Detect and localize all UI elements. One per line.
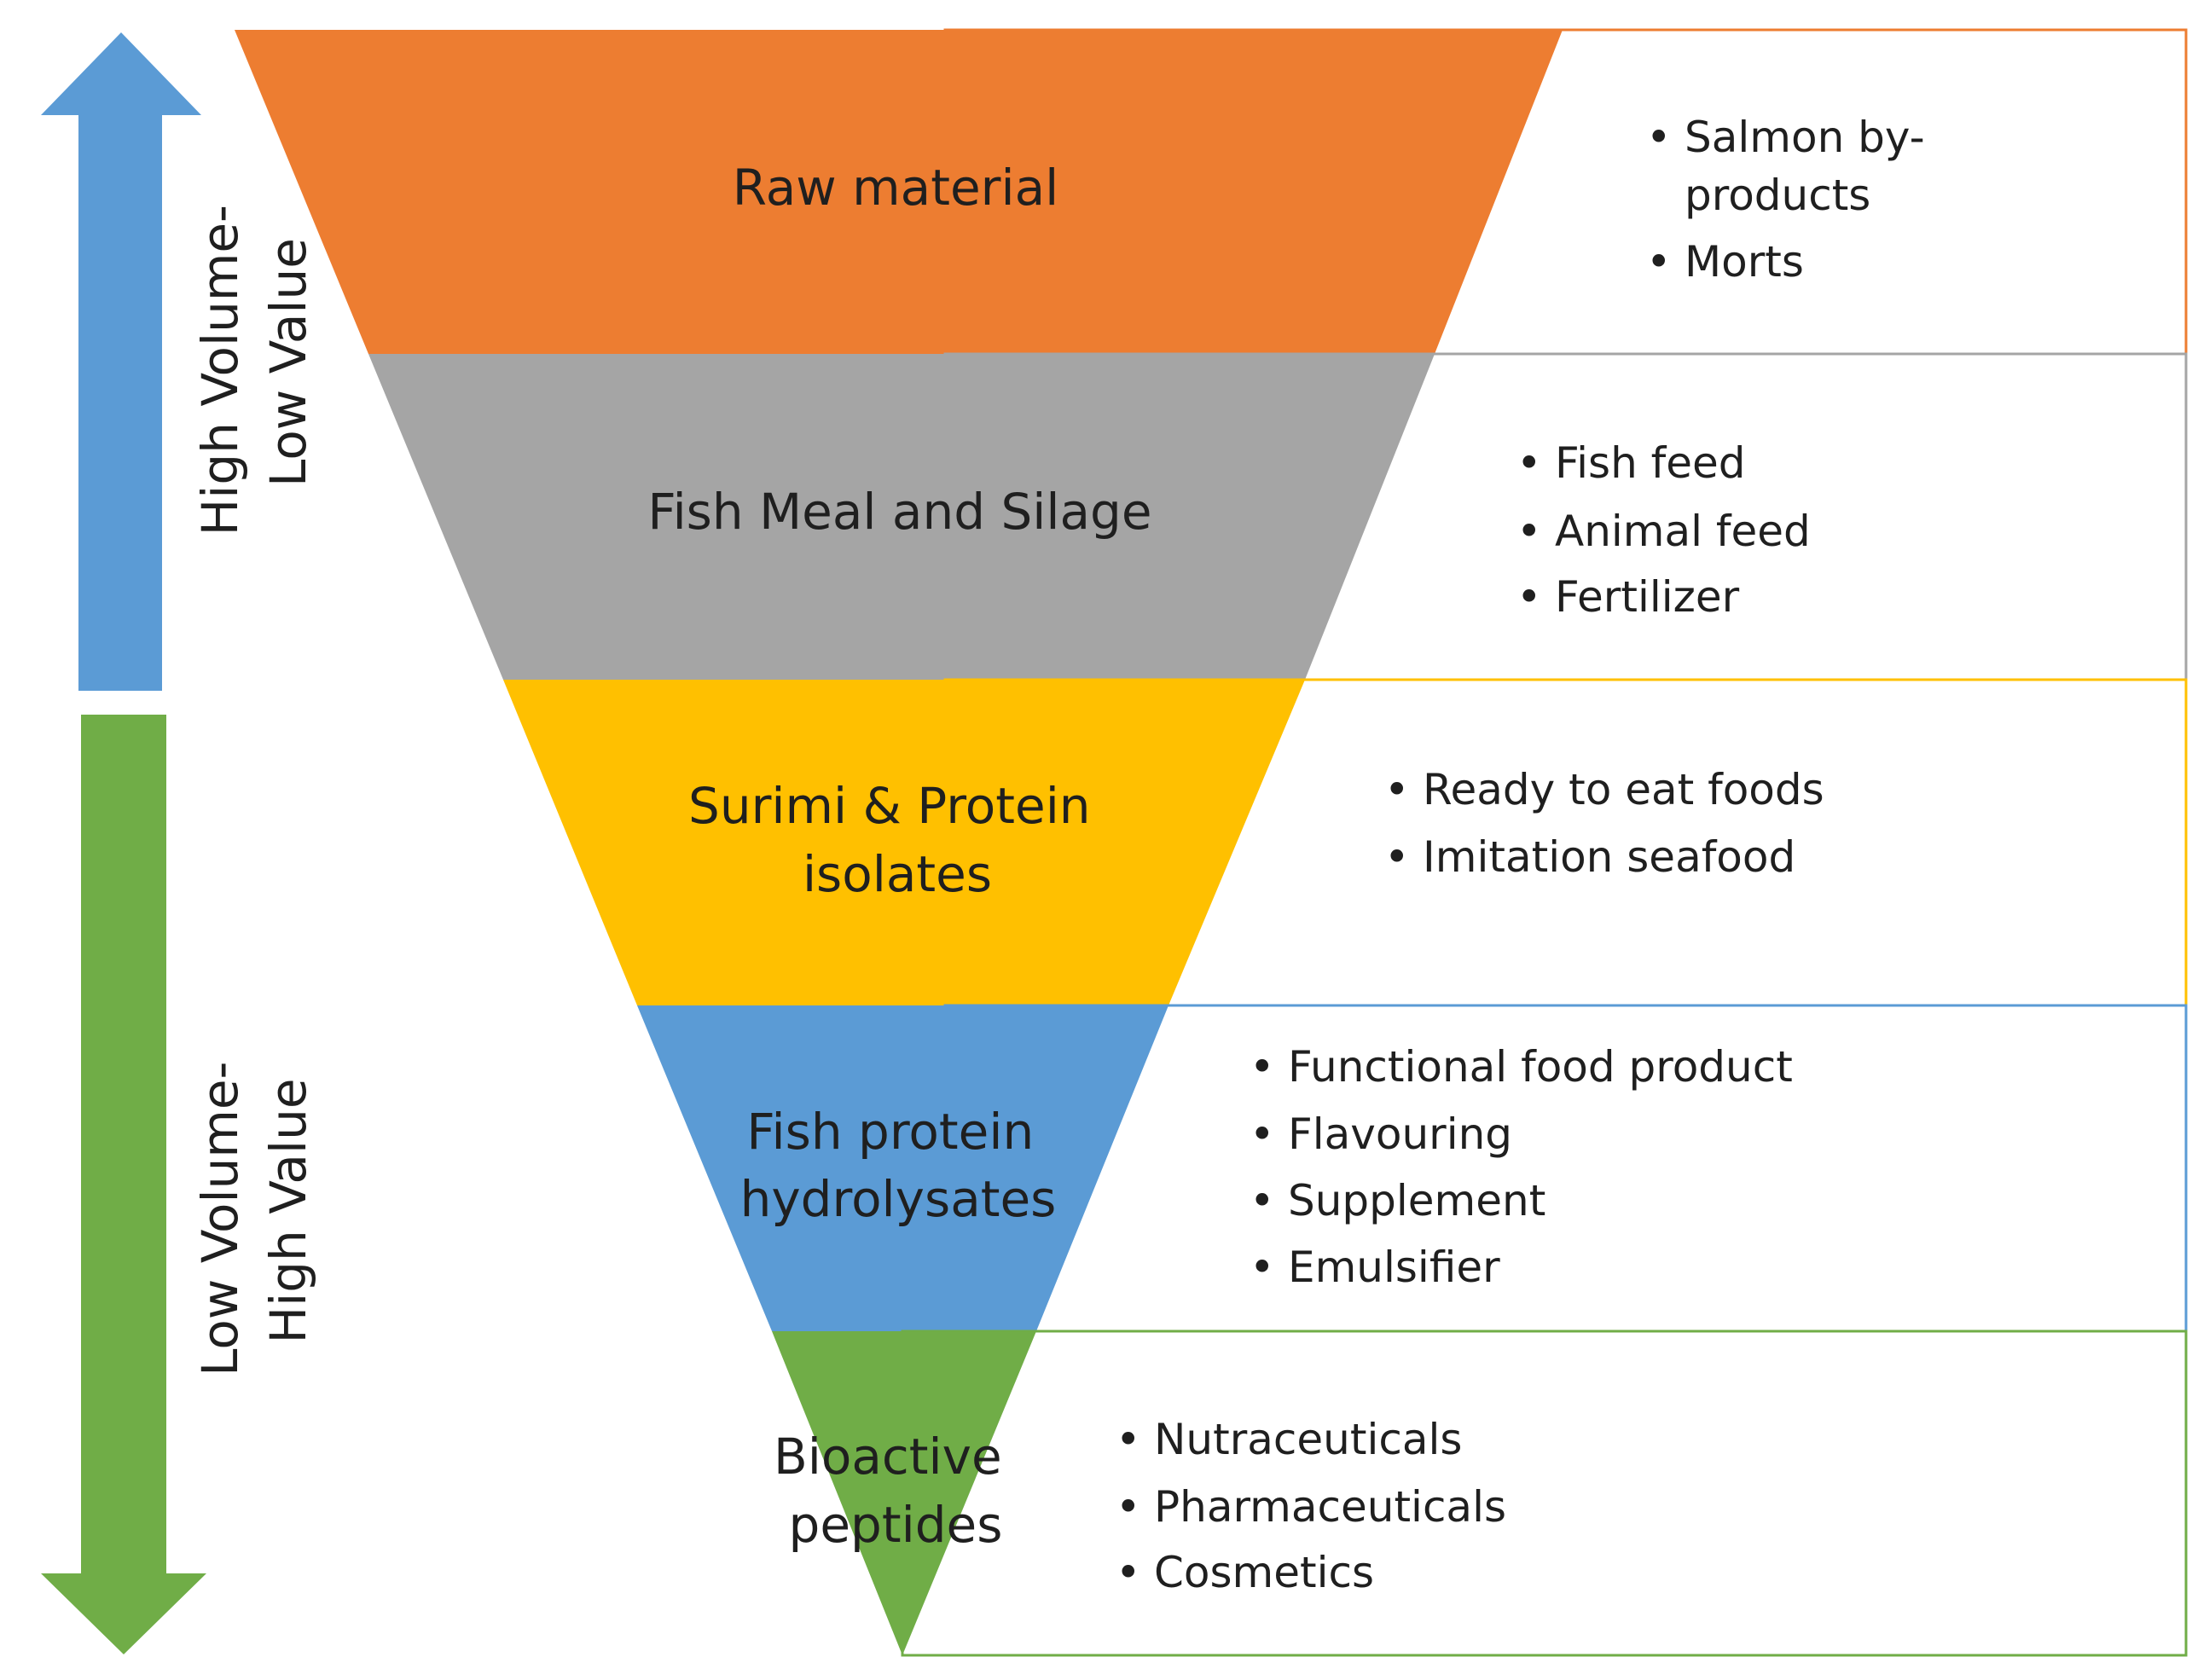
tier-0-band: [235, 30, 1563, 354]
tier-0-bullet-0: • Salmon by- products: [1646, 113, 1939, 220]
tier-4-bullet-1: • Pharmaceuticals: [1116, 1482, 1506, 1532]
tier-3-box: [943, 1004, 2188, 1333]
down-arrow: [41, 715, 206, 1654]
tier-0: Raw material • Salmon by- products • Mor…: [235, 28, 2188, 356]
tier-1-bullets: • Fish feed • Animal feed • Fertilizer: [1516, 438, 1811, 622]
tier-4-bullet-0: • Nutraceuticals: [1116, 1415, 1462, 1464]
tier-4-band: [772, 1331, 1036, 1655]
tier-1-label: Fish Meal and Silage: [647, 483, 1151, 541]
up-arrow-label-line2: Low Value: [259, 238, 317, 487]
tier-3-bullets: • Functional food product • Flavouring •…: [1250, 1042, 1793, 1292]
tier-3-bullet-3: • Emulsifier: [1250, 1243, 1500, 1292]
tier-4: Bioactive peptides • Nutraceuticals • Ph…: [772, 1330, 2188, 1657]
tier-0-bullet-1: • Morts: [1646, 237, 1804, 287]
tier-2-band: [503, 680, 1305, 1005]
tier-1-band: [368, 354, 1435, 680]
tier-3-label: Fish protein hydrolysates: [740, 1103, 1057, 1228]
up-arrow-label: High Volume- Low Value: [191, 189, 317, 536]
tier-0-bullets: • Salmon by- products • Morts: [1646, 113, 1939, 287]
tier-3-bullet-1: • Flavouring: [1250, 1109, 1512, 1159]
tier-4-bullet-2: • Cosmetics: [1116, 1548, 1374, 1597]
tier-4-label: Bioactive peptides: [774, 1428, 1018, 1554]
tier-1-bullet-2: • Fertilizer: [1516, 572, 1740, 622]
tier-2-bullet-1: • Imitation seafood: [1384, 832, 1795, 882]
tier-3-bullet-2: • Supplement: [1250, 1176, 1545, 1225]
tier-3-band: [637, 1005, 1168, 1331]
tier-3-bullet-0: • Functional food product: [1250, 1042, 1793, 1092]
down-arrow-label-line1: Low Volume-: [191, 1062, 249, 1376]
tier-2-bullets: • Ready to eat foods • Imitation seafood: [1384, 765, 1824, 882]
tier-3: Fish protein hydrolysates • Functional f…: [637, 1004, 2188, 1333]
tier-2: Surimi & Protein isolates • Ready to eat…: [503, 678, 2188, 1007]
tier-4-box: [901, 1330, 2188, 1657]
tier-1: Fish Meal and Silage • Fish feed • Anima…: [368, 352, 2188, 681]
tier-4-bullets: • Nutraceuticals • Pharmaceuticals • Cos…: [1116, 1415, 1506, 1597]
tier-0-label: Raw material: [733, 159, 1059, 217]
tier-2-label: Surimi & Protein isolates: [688, 777, 1106, 903]
down-arrow-label-line2: High Value: [259, 1078, 317, 1343]
down-arrow-label: Low Volume- High Value: [191, 1046, 317, 1376]
up-arrow: [41, 32, 201, 691]
tier-1-bullet-0: • Fish feed: [1516, 438, 1746, 488]
up-arrow-label-line1: High Volume-: [191, 205, 249, 536]
tier-2-bullet-0: • Ready to eat foods: [1384, 765, 1824, 814]
tier-1-bullet-1: • Animal feed: [1516, 507, 1811, 556]
